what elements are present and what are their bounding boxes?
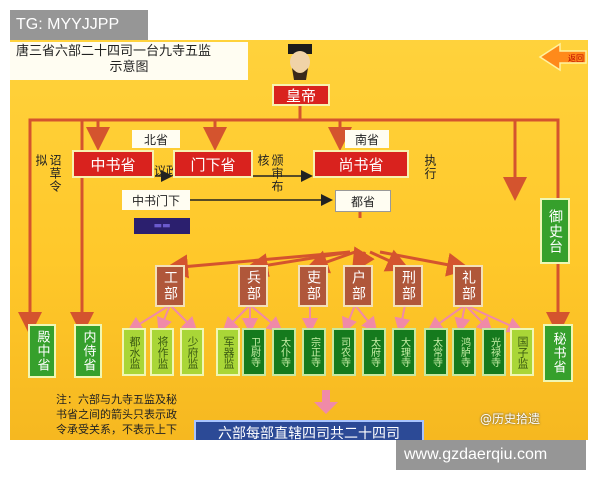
back-arrow-icon[interactable]: 返回 — [538, 42, 588, 72]
agency-box: 将作监 — [150, 328, 174, 376]
ministry-box: 吏部 — [298, 265, 328, 307]
zhongshu-menxia-box: 中书门下 — [122, 190, 190, 210]
agency-box: 军器监 — [216, 328, 240, 376]
title-line-2: 示意图 — [109, 60, 149, 75]
emperor-box: 皇帝 — [272, 84, 330, 106]
title-line-1: 唐三省六部二十四司一台九寺五监 — [16, 44, 212, 59]
agency-box: 光禄寺 — [482, 328, 506, 376]
org-chart-diagram: 唐三省六部二十四司一台九寺五监 示意图 返回 皇帝 北省 南省 诏草令拟 议政 … — [10, 40, 588, 440]
ministry-box: 刑部 — [393, 265, 423, 307]
review-label: 颁审布核 — [256, 154, 284, 193]
execute-label: 执行 — [423, 154, 437, 180]
ministry-box: 工部 — [155, 265, 185, 307]
agency-box: 都水监 — [122, 328, 146, 376]
yushitai-box: 御史台 — [540, 198, 570, 264]
agency-box: 少府监 — [180, 328, 204, 376]
zhongshu-province-box: 中书省 — [72, 150, 154, 178]
agency-box: 司农寺 — [332, 328, 356, 376]
agency-box: 鸿胪寺 — [452, 328, 476, 376]
north-province-label: 北省 — [132, 130, 180, 148]
ministry-box: 礼部 — [453, 265, 483, 307]
bottom-banner: 六部每部直辖四司共二十四司 — [194, 420, 424, 440]
connector-lines — [18, 104, 570, 414]
ministry-box: 户部 — [343, 265, 373, 307]
source-tag: @历史拾遗 — [480, 412, 541, 426]
menxia-province-box: 门下省 — [173, 150, 253, 178]
shangshu-province-box: 尚书省 — [313, 150, 409, 178]
ministry-box: 兵部 — [238, 265, 268, 307]
mishu-province-box: 秘书省 — [543, 324, 573, 382]
agency-box: 宗正寺 — [302, 328, 326, 376]
agency-box: 太常寺 — [424, 328, 448, 376]
diagram-title: 唐三省六部二十四司一台九寺五监 示意图 — [10, 42, 248, 80]
watermark-top: TG: MYYJJPP — [10, 10, 148, 40]
agency-box: 卫尉寺 — [242, 328, 266, 376]
south-province-label: 南省 — [345, 130, 389, 148]
agency-box: 太仆寺 — [272, 328, 296, 376]
emperor-portrait-icon — [282, 42, 318, 82]
inner-office-box: 殿中省 — [28, 324, 56, 378]
dusheng-box: 都省 — [335, 190, 391, 212]
note-text: 注：六部与九寺五监及秘书省之间的箭头只表示政令承受关系，不表示上下 — [56, 393, 177, 436]
watermark-bottom: www.gzdaerqiu.com — [396, 440, 586, 470]
agency-box: 太府寺 — [362, 328, 386, 376]
inner-office-box: 内侍省 — [74, 324, 102, 378]
agency-box: 国子监 — [510, 328, 534, 376]
svg-text:返回: 返回 — [568, 54, 584, 63]
discuss-label: 议政 — [154, 164, 179, 178]
draft-label: 诏草令拟 — [34, 154, 62, 193]
agency-box: 大理寺 — [392, 328, 416, 376]
purple-tag: ▬▬ — [134, 218, 190, 234]
